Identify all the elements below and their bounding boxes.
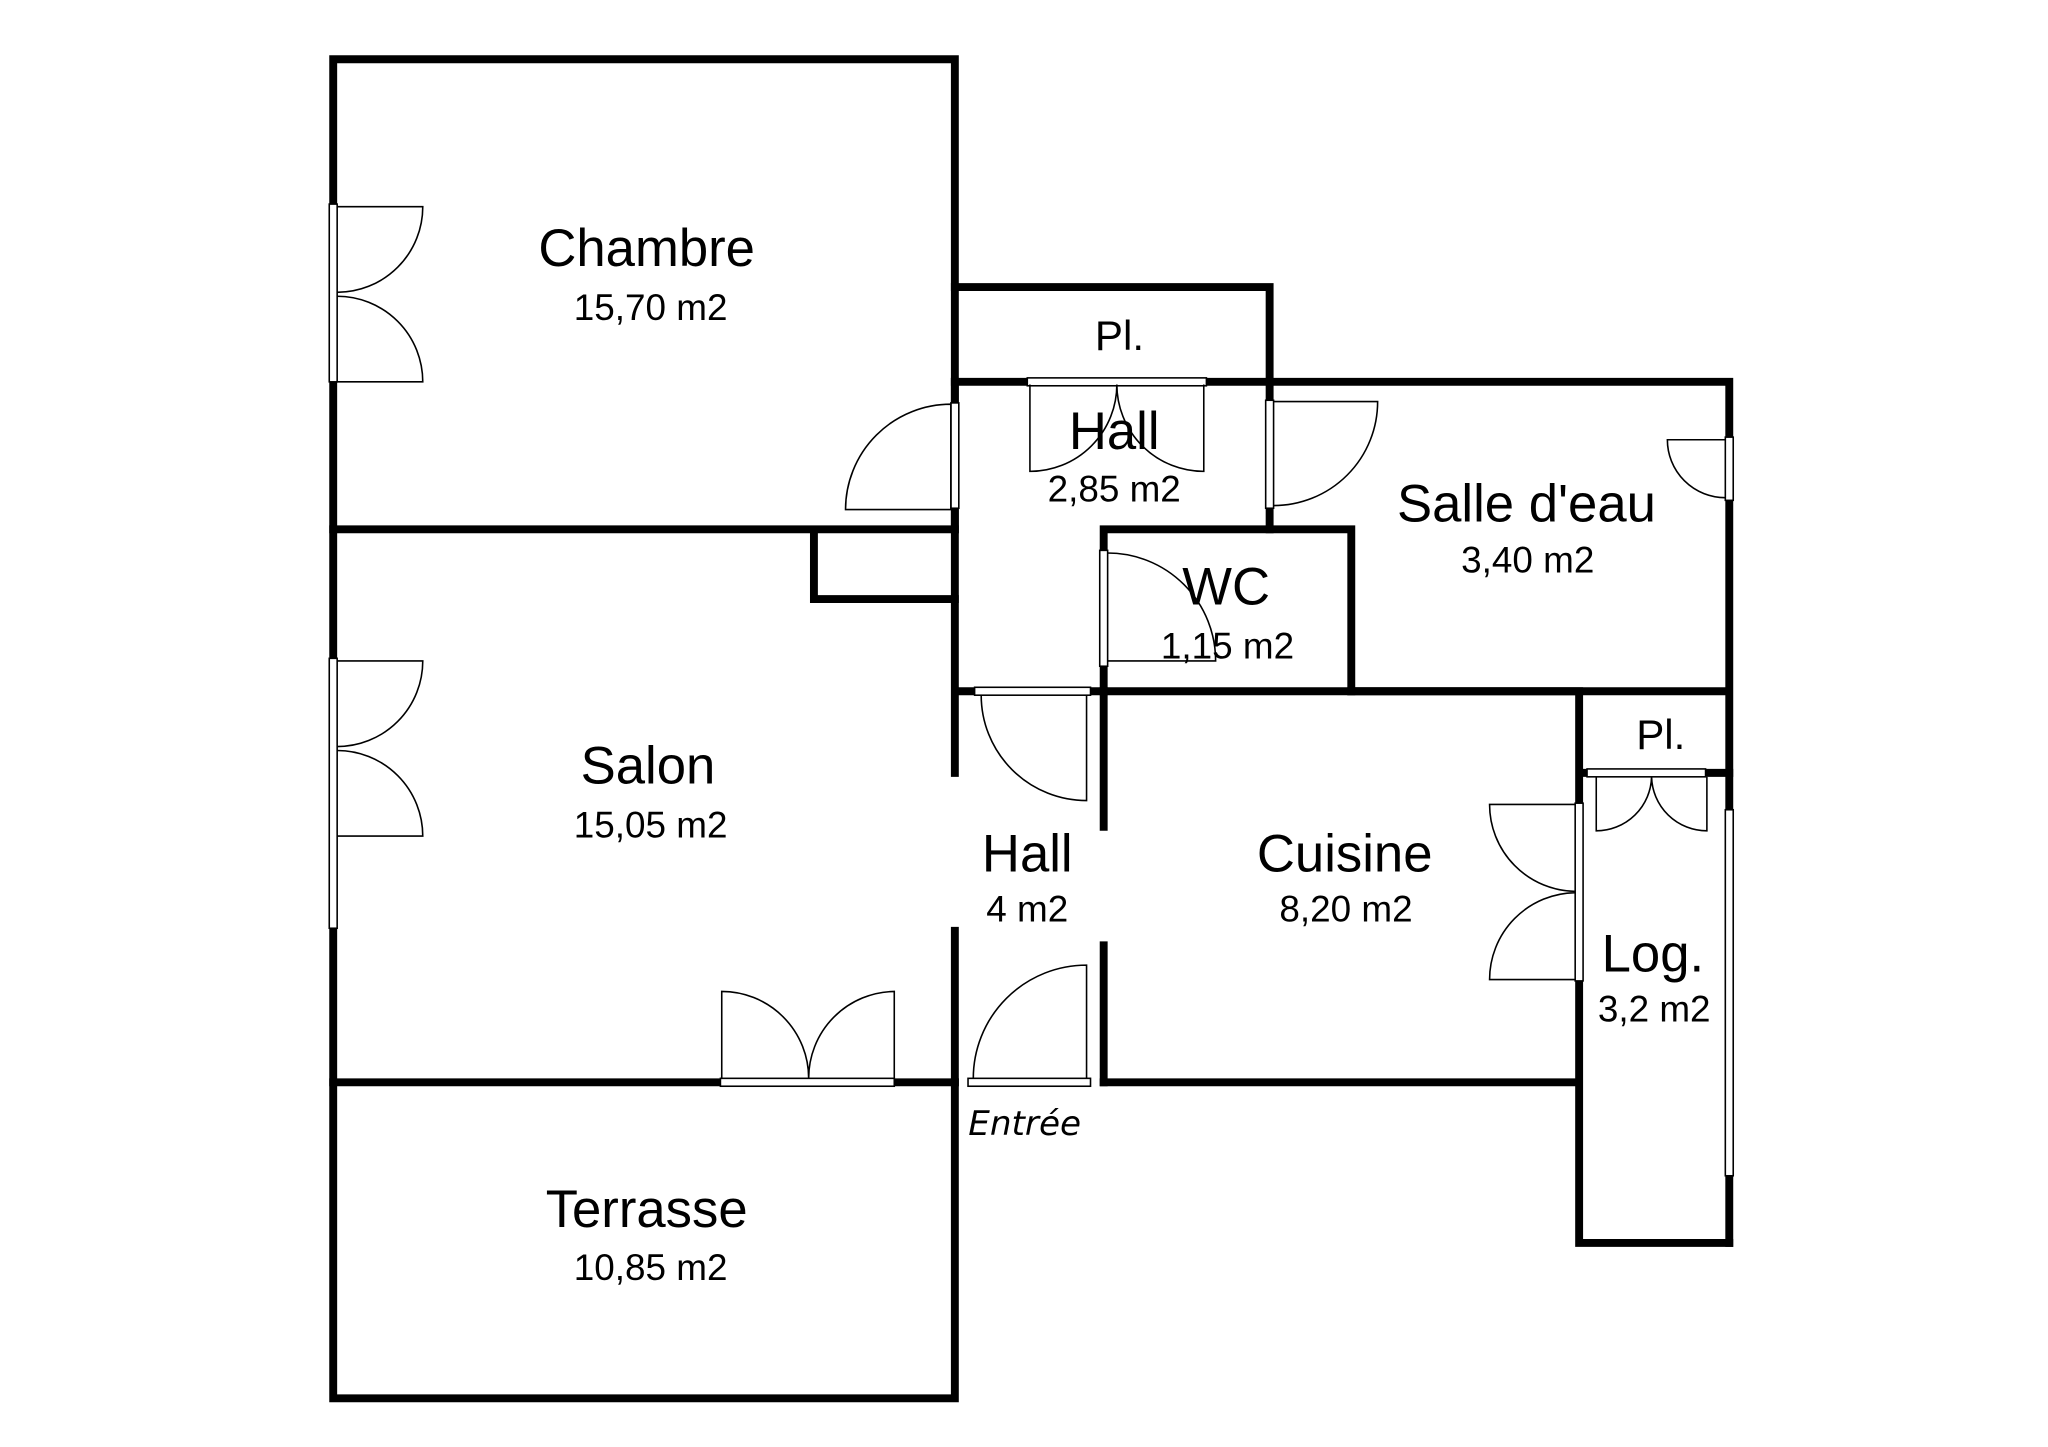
hall-door-frame	[973, 686, 1092, 696]
room-area-chambre: 15,70 m2	[574, 287, 728, 328]
doors	[337, 205, 1726, 1079]
wc-door	[1107, 552, 1217, 662]
chambre-window	[328, 203, 338, 383]
entrance-door-frame	[967, 1077, 1092, 1088]
entrance-door	[972, 964, 1088, 1079]
room-name-chambre: Chambre	[538, 219, 755, 278]
placard-top-door	[1029, 384, 1205, 473]
room-area-wc: 1,15 m2	[1161, 625, 1294, 666]
terrasse-walls	[329, 1078, 959, 1403]
salle-deau-door-frame	[1264, 399, 1275, 510]
room-area-cuisine: 8,20 m2	[1279, 889, 1412, 930]
room-area-hall-lower: 4 m2	[986, 889, 1068, 930]
room-name-placard-right: Pl.	[1636, 711, 1685, 758]
placard-right-door	[1595, 776, 1708, 832]
room-name-loggia: Log.	[1602, 925, 1704, 984]
room-name-hall-upper: Hall	[1069, 402, 1160, 461]
salle-deau-window-leaf	[1666, 438, 1726, 499]
room-name-salle-deau: Salle d'eau	[1397, 474, 1656, 533]
hall-lower-walls	[950, 687, 1108, 1087]
chambre-window-leaf	[337, 205, 424, 383]
cuisine-door-frame	[1574, 802, 1584, 982]
salle-deau-door	[1273, 400, 1379, 507]
room-area-hall-upper: 2,85 m2	[1048, 469, 1181, 510]
wc-door-frame	[1098, 549, 1109, 668]
salle-deau-window	[1724, 436, 1735, 502]
room-name-salon: Salon	[581, 736, 716, 795]
windows	[328, 203, 1735, 1177]
room-area-salle-deau: 3,40 m2	[1461, 540, 1594, 581]
salon-window-leaf	[337, 660, 424, 837]
loggia-window	[1724, 808, 1735, 1177]
cuisine-door	[1488, 803, 1576, 981]
entrance-label: Entrée	[968, 1104, 1081, 1144]
salon-terrace-door-frame	[719, 1077, 896, 1088]
chambre-door-frame	[950, 402, 960, 510]
room-area-terrasse: 10,85 m2	[574, 1247, 728, 1288]
room-name-cuisine: Cuisine	[1257, 825, 1433, 884]
placard-right-door-frame	[1586, 768, 1707, 778]
room-area-salon: 15,05 m2	[574, 804, 728, 845]
terrace-door	[720, 990, 896, 1079]
room-name-terrasse: Terrasse	[546, 1180, 748, 1239]
chambre-door	[844, 403, 952, 511]
salon-window	[328, 657, 338, 930]
hall-door	[980, 695, 1088, 802]
room-name-placard-top: Pl.	[1095, 312, 1144, 359]
room-name-wc: WC	[1182, 557, 1270, 616]
room-area-loggia: 3,2 m2	[1598, 989, 1711, 1030]
room-name-hall-lower: Hall	[982, 825, 1073, 884]
